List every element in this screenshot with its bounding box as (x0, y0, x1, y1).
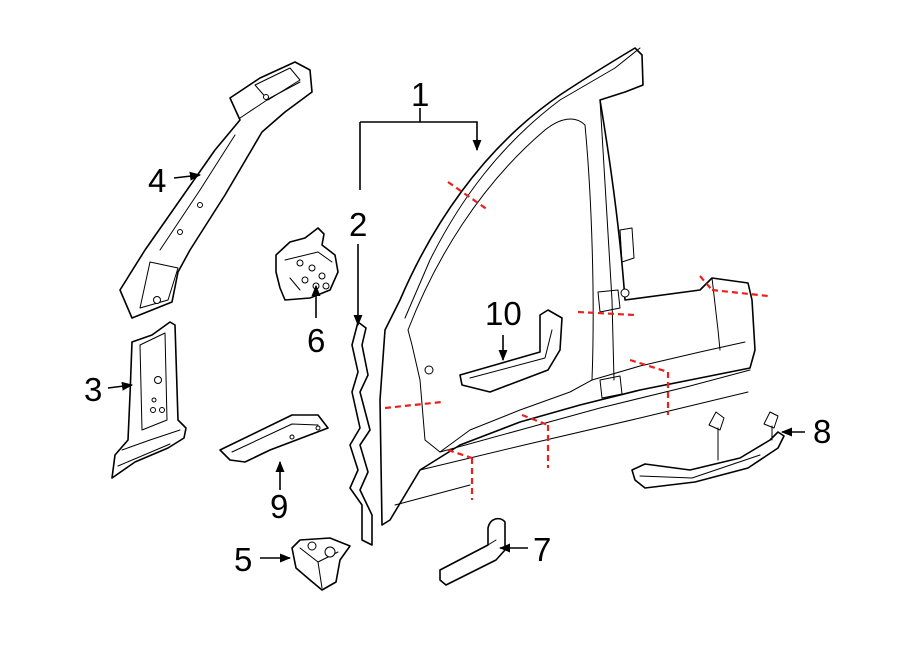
callout-9: 9 (270, 488, 288, 525)
part-4-upper-pillar-reinforcement[interactable] (119, 61, 313, 319)
callout-1: 1 (411, 76, 429, 113)
cut-lines (384, 181, 769, 500)
cut-line-rocker-rear-h (629, 358, 669, 374)
leader-1 (359, 121, 477, 190)
part-5-bracket[interactable] (291, 537, 351, 591)
cut-line-quarter (699, 275, 713, 291)
callout-8: 8 (813, 413, 831, 450)
cut-line-rocker-mid-h (521, 413, 549, 427)
part-8-rocker-reinforcement[interactable] (631, 411, 785, 489)
cut-line-rocker-front-h (447, 448, 473, 460)
part-7-rocker-insert[interactable] (439, 517, 506, 586)
callout-labels: 1 2 3 4 5 6 7 8 9 10 (84, 76, 831, 578)
callout-7: 7 (533, 531, 551, 568)
part-2-pillar-reinforcement[interactable] (349, 321, 373, 546)
part-9-floor-insert[interactable] (219, 414, 329, 463)
callout-3: 3 (84, 371, 102, 408)
callout-4: 4 (148, 162, 166, 199)
leader-4 (173, 171, 202, 181)
part-3-lower-pillar-inner[interactable] (111, 321, 187, 479)
leader-3 (107, 381, 134, 391)
callout-6: 6 (307, 322, 325, 359)
callout-2: 2 (349, 206, 367, 243)
callout-10: 10 (485, 295, 522, 332)
leader-lines (107, 108, 805, 563)
cut-line-a-pillar-upper (447, 181, 489, 211)
part-1-side-outer-panel[interactable] (379, 47, 756, 526)
callout-5: 5 (234, 541, 252, 578)
part-10-rocker-inner[interactable] (459, 309, 563, 393)
part-6-hinge-bracket[interactable] (275, 227, 339, 301)
